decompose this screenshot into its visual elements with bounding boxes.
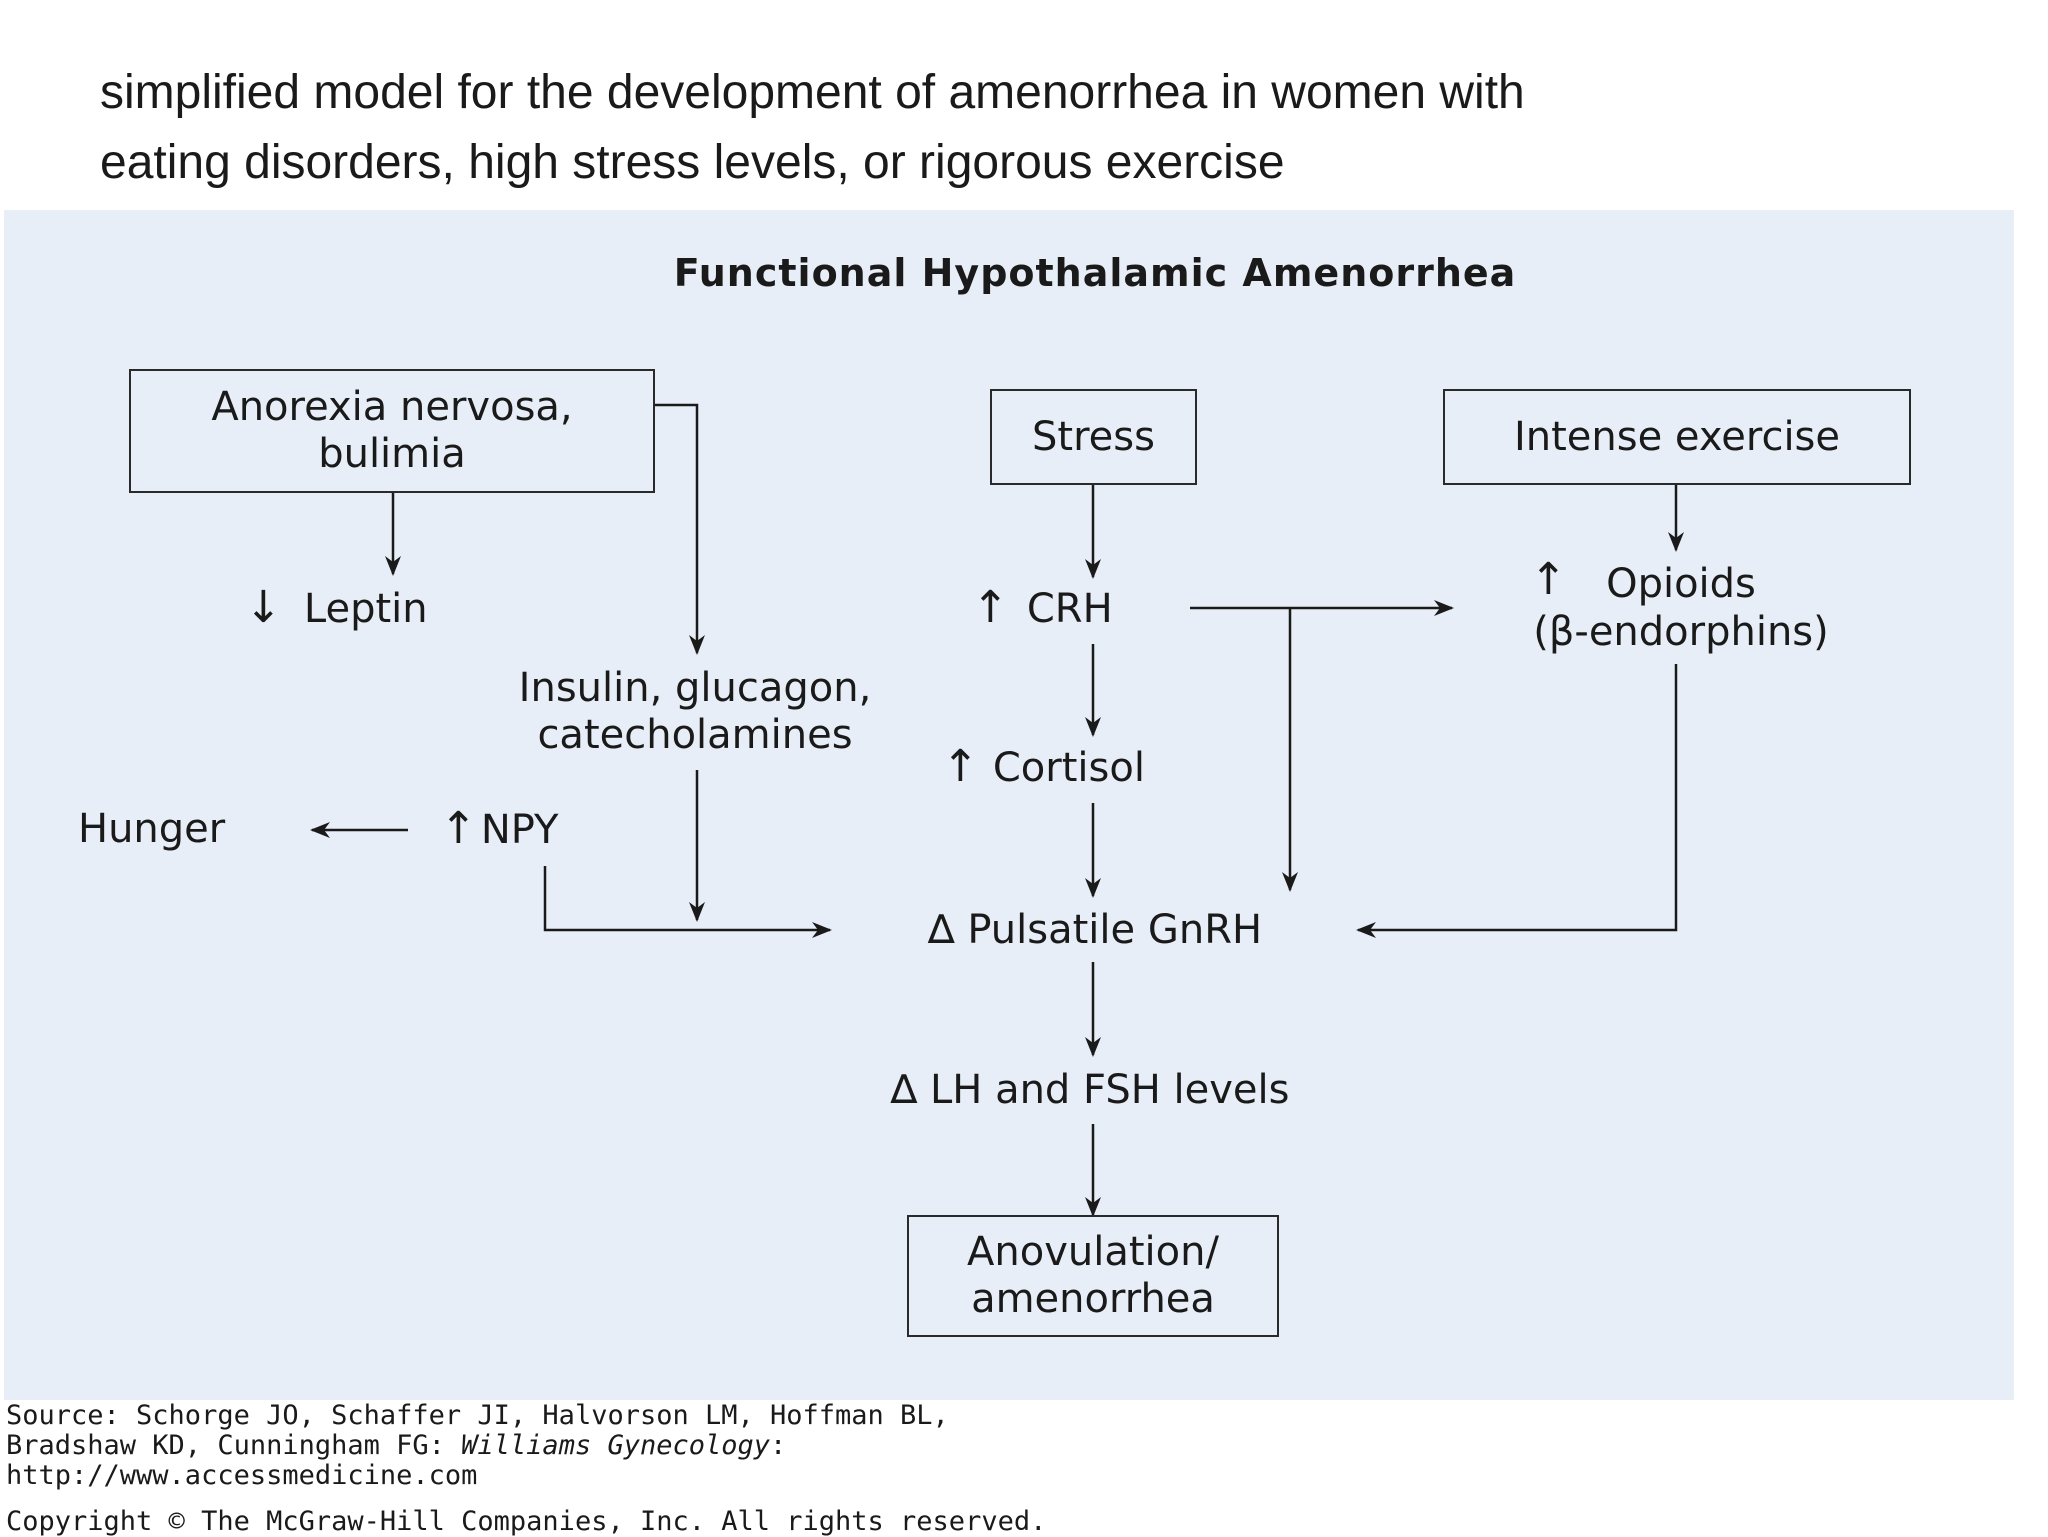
crh-label: CRH [1026, 586, 1113, 632]
down-arrow-icon: ↓ [245, 582, 282, 633]
copyright-notice: Copyright © The McGraw-Hill Companies, I… [6, 1506, 1047, 1537]
opioids-node: ↑ Opioids (β-endorphins) [1470, 556, 1880, 656]
npy-label: NPY [480, 807, 559, 853]
anorexia-label: Anorexia nervosa, bulimia [211, 384, 573, 477]
gnrh-node: ∆ Pulsatile GnRH [927, 907, 1263, 953]
exercise-label: Intense exercise [1513, 413, 1841, 460]
anorexia-box: Anorexia nervosa, bulimia [129, 369, 655, 493]
stress-label: Stress [1032, 413, 1155, 460]
source-authors: Bradshaw KD, Cunningham FG: [6, 1430, 462, 1461]
arrow-anorexia-insulin [653, 403, 705, 655]
stress-box: Stress [990, 389, 1197, 485]
hunger-node: Hunger [78, 806, 226, 852]
anovulation-label: Anovulation/ amenorrhea [967, 1229, 1219, 1322]
diagram-panel [4, 210, 2014, 1400]
source-link[interactable]: http://www.accessmedicine.com [6, 1460, 478, 1491]
up-arrow-icon: ↑ [440, 803, 477, 854]
cortisol-node: ↑ Cortisol [942, 743, 1212, 792]
npy-node: ↑NPY [440, 805, 620, 854]
leptin-label: Leptin [303, 586, 428, 632]
insulin-label: Insulin, glucagon, catecholamines [518, 665, 872, 758]
insulin-node: Insulin, glucagon, catecholamines [440, 665, 950, 759]
up-arrow-icon: ↑ [972, 582, 1009, 633]
leptin-node: ↓ Leptin [245, 584, 505, 633]
up-arrow-icon: ↑ [942, 741, 979, 792]
cortisol-label: Cortisol [992, 745, 1145, 791]
exercise-box: Intense exercise [1443, 389, 1911, 485]
lhfsh-node: ∆ LH and FSH levels [890, 1067, 1290, 1113]
crh-node: ↑ CRH [972, 584, 1192, 633]
opioids-label: Opioids (β-endorphins) [1533, 561, 1829, 655]
anovulation-box: Anovulation/ amenorrhea [907, 1215, 1279, 1337]
arrow-opioids-gnrh [1356, 664, 1678, 938]
slide-title: simplified model for the development of … [100, 66, 1525, 189]
source-book-title: Williams Gynecology [461, 1430, 771, 1461]
source-line-1: Source: Schorge JO, Schaffer JI, Halvors… [6, 1400, 949, 1431]
source-line-2: Bradshaw KD, Cunningham FG: Williams Gyn… [6, 1430, 786, 1461]
up-arrow-icon: ↑ [1530, 554, 1567, 605]
arrow-npy-gnrh [543, 866, 832, 938]
diagram-title: Functional Hypothalamic Amenorrhea [673, 251, 1517, 295]
source-colon: : [770, 1430, 787, 1461]
